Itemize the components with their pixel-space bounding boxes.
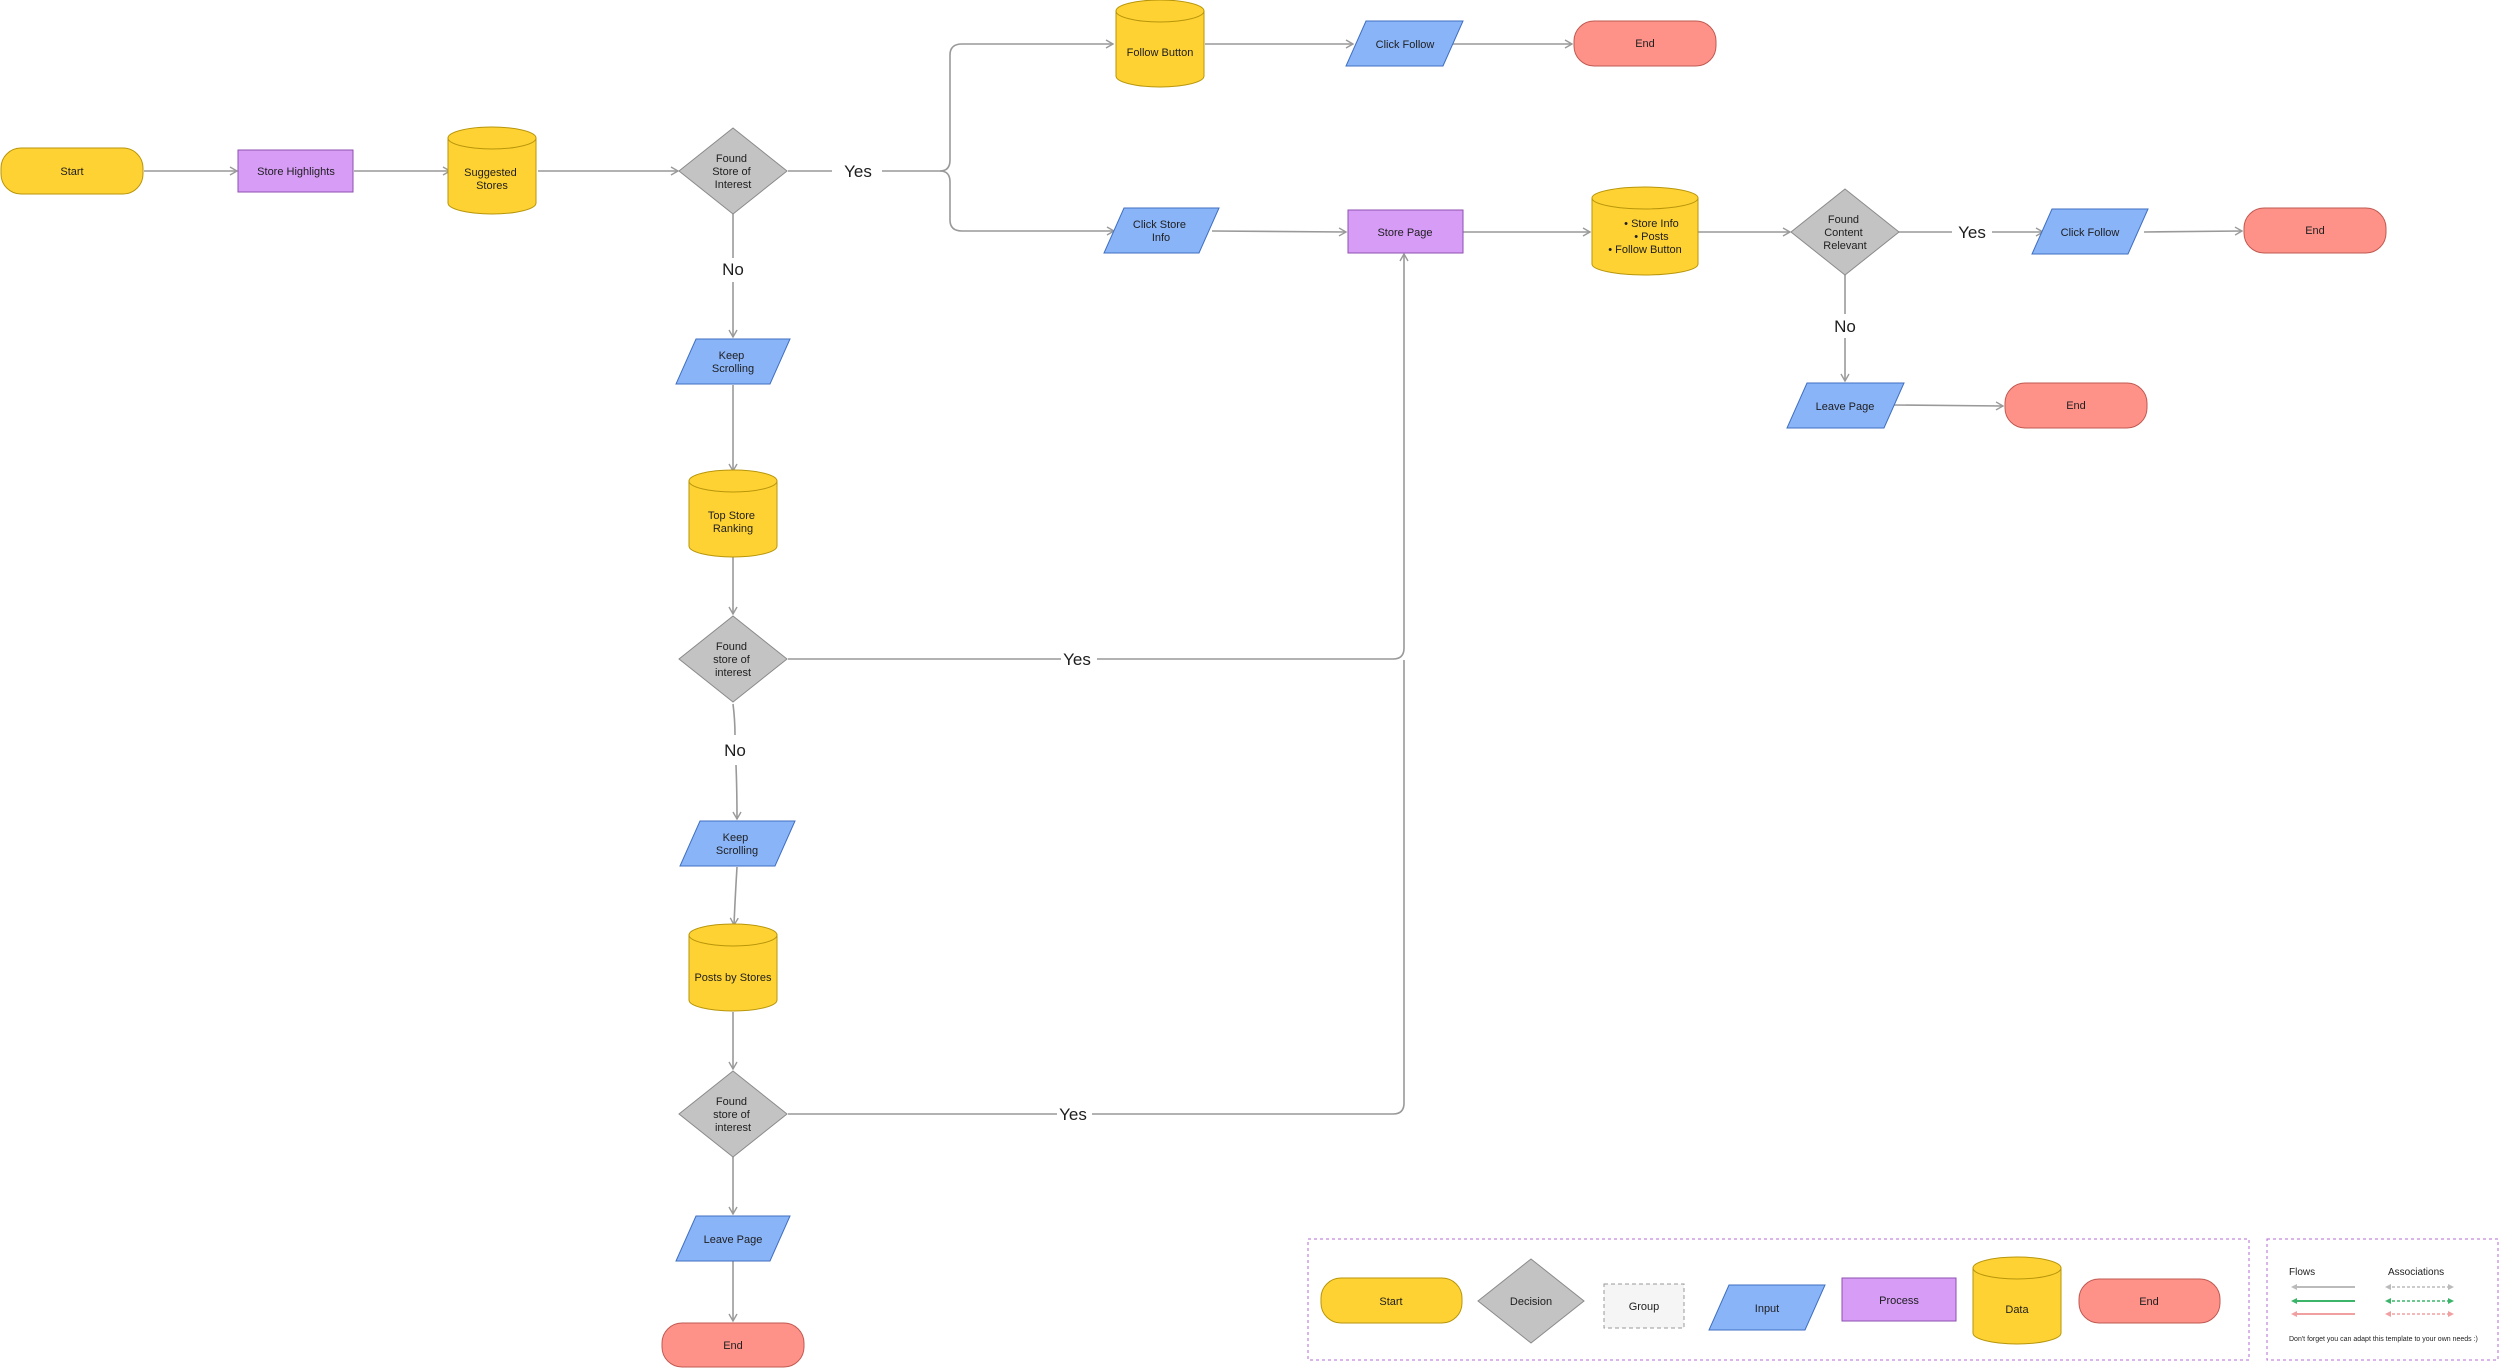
keep-scrolling-input-1[interactable]: Keep Scrolling	[675, 338, 791, 385]
store-highlights-process[interactable]: Store Highlights	[237, 149, 354, 193]
legend-process: Process	[1841, 1277, 1957, 1322]
svg-text:End: End	[2066, 400, 2086, 412]
svg-text:Keep Scrolling: Keep Scrolling	[716, 832, 758, 857]
svg-text:Start: Start	[60, 166, 83, 178]
edge-decision2-yes-b	[1097, 252, 1409, 660]
svg-text:Found store of int: Found store of interest	[713, 641, 753, 679]
edge-label-yes: Yes	[1063, 650, 1091, 669]
shape-legend: Start Decision Group Input Process Data …	[1307, 1238, 2250, 1361]
svg-text:Click Store Info: Click Store Info	[1133, 219, 1189, 244]
edge-label-no: No	[1834, 317, 1856, 336]
edge-keep-scrolling2-to-posts	[729, 866, 739, 927]
click-follow-input-1[interactable]: Click Follow	[1345, 20, 1464, 67]
svg-text:Leave Page: Leave Page	[704, 1234, 763, 1246]
found-store-decision-3[interactable]: Found store of interest	[678, 1070, 788, 1158]
edge-label-yes: Yes	[1059, 1105, 1087, 1124]
end-node-1[interactable]: End	[1573, 20, 1717, 67]
start-node[interactable]: Start	[0, 147, 144, 195]
top-store-ranking-data[interactable]: Top Store Ranking	[688, 469, 778, 558]
legend-flows-title: Flows	[2289, 1267, 2315, 1278]
svg-text:Data: Data	[2005, 1304, 2029, 1316]
store-content-data[interactable]: • Store Info • Posts • Follow Button	[1591, 186, 1699, 276]
end-node-2[interactable]: End	[2243, 207, 2387, 254]
leave-page-input-1[interactable]: Leave Page	[1786, 382, 1905, 429]
leave-page-input-2[interactable]: Leave Page	[675, 1215, 791, 1262]
legend-note: Don't forget you can adapt this template…	[2289, 1336, 2478, 1343]
end-node-3[interactable]: End	[2004, 382, 2148, 429]
edge-label-yes: Yes	[844, 162, 872, 181]
edge-decision2-no-a	[732, 703, 736, 736]
edge-decision3-yes-b	[1092, 660, 1405, 1115]
svg-text:End: End	[2139, 1296, 2159, 1308]
edge-labels: Yes No Yes No Yes Yes No	[722, 162, 1986, 1124]
legend-input: Input	[1708, 1284, 1826, 1331]
svg-text:Store Page: Store Page	[1377, 227, 1432, 239]
store-page-process[interactable]: Store Page	[1347, 209, 1464, 254]
legend-associations-title: Associations	[2388, 1267, 2444, 1278]
svg-text:Follow Button: Follow Button	[1127, 47, 1194, 59]
svg-text:Start: Start	[1379, 1296, 1402, 1308]
edge-label-no: No	[724, 741, 746, 760]
end-node-4[interactable]: End	[661, 1322, 805, 1368]
legend-group: Group	[1603, 1283, 1685, 1329]
svg-text:End: End	[723, 1340, 743, 1352]
follow-button-data[interactable]: Follow Button	[1115, 0, 1205, 88]
svg-text:• Store Info • Posts: • Store Info • Posts • Follow Button	[1608, 218, 1682, 256]
svg-text:Suggested Stores: Suggested Stores	[464, 167, 520, 192]
legend-data: Data	[1972, 1256, 2062, 1345]
svg-text:Top Store Ranking: Top Store Ranking	[708, 510, 758, 535]
click-store-info-input[interactable]: Click Store Info	[1103, 207, 1220, 254]
edge-click-store-info-to-store-page	[1211, 227, 1348, 237]
edge-yes-to-follow-button	[939, 39, 1115, 172]
svg-text:Click Follow: Click Follow	[1376, 39, 1435, 51]
edges	[144, 39, 2244, 1323]
line-legend: Flows Associations Don't forget you can …	[2266, 1238, 2499, 1361]
svg-text:Click Follow: Click Follow	[2061, 227, 2120, 239]
svg-text:End: End	[2305, 225, 2325, 237]
svg-text:Input: Input	[1755, 1303, 1779, 1315]
keep-scrolling-input-2[interactable]: Keep Scrolling	[679, 820, 796, 867]
svg-text:Found store of int: Found store of interest	[713, 1096, 753, 1134]
svg-text:Process: Process	[1879, 1295, 1919, 1307]
svg-text:Store Highlights: Store Highlights	[257, 166, 335, 178]
edge-yes-to-click-store-info	[939, 170, 1116, 236]
svg-text:End: End	[1635, 38, 1655, 50]
svg-text:Decision: Decision	[1510, 1296, 1552, 1308]
svg-text:Leave Page: Leave Page	[1816, 401, 1875, 413]
svg-text:Group: Group	[1629, 1301, 1660, 1313]
svg-text:Keep Scrolling: Keep Scrolling	[712, 350, 754, 375]
legend-end: End	[2078, 1278, 2221, 1324]
svg-text:Posts by Stores: Posts by Stores	[694, 972, 772, 984]
edge-label-yes: Yes	[1958, 223, 1986, 242]
svg-text:Found Store of Int: Found Store of Interest	[712, 153, 754, 191]
svg-text:Found Content Rele: Found Content Relevant	[1823, 214, 1866, 252]
click-follow-input-2[interactable]: Click Follow	[2031, 208, 2149, 255]
edge-click-follow-to-end2	[2143, 226, 2244, 236]
edge-leave-page-to-end3	[1892, 401, 2005, 411]
legend-decision: Decision	[1477, 1258, 1585, 1344]
found-store-decision-1[interactable]: Found Store of Interest	[678, 127, 788, 215]
edge-label-no: No	[722, 260, 744, 279]
edge-decision2-no-b	[732, 764, 742, 821]
found-content-decision[interactable]: Found Content Relevant	[1790, 188, 1900, 276]
posts-by-stores-data[interactable]: Posts by Stores	[688, 923, 778, 1012]
suggested-stores-data[interactable]: Suggested Stores	[447, 126, 537, 215]
legend-start: Start	[1320, 1277, 1463, 1324]
found-store-decision-2[interactable]: Found store of interest	[678, 615, 788, 703]
